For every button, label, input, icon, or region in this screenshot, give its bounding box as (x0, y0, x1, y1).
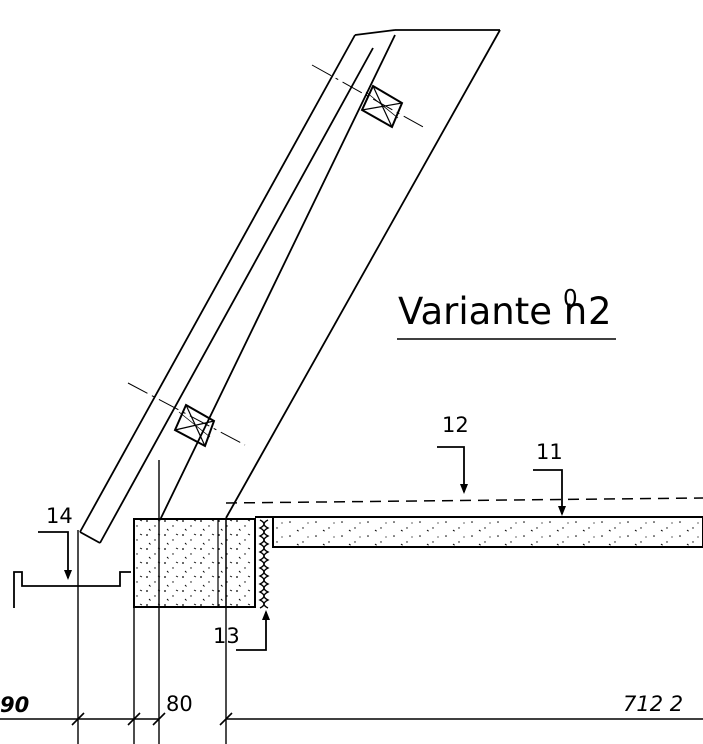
dimension-left-label: 90 (0, 693, 29, 717)
callout-11: 11 (533, 440, 566, 516)
concrete-beam (133, 518, 256, 608)
dimension-mid-label: 80 (166, 692, 193, 716)
callout-11-label: 11 (536, 440, 563, 464)
lower-timber-block (127, 382, 246, 448)
dimension-line (0, 712, 703, 726)
variant-title: Variante n 0 2 (397, 286, 616, 340)
title-text: Variante n (398, 290, 587, 333)
callout-13: 13 (213, 610, 270, 651)
finish-level-dashed-line (225, 497, 703, 504)
dimension-right-label: 712 2 (623, 692, 683, 716)
frame-profile (13, 571, 131, 608)
callout-13-label: 13 (213, 624, 240, 648)
callout-12: 12 (437, 413, 469, 494)
floor-slab (255, 516, 703, 548)
title-number: 2 (588, 290, 612, 333)
callout-12-label: 12 (442, 413, 469, 437)
callout-14-label: 14 (46, 504, 73, 528)
title-superscript: 0 (563, 286, 578, 312)
upper-timber-block (311, 64, 426, 129)
callout-14: 14 (38, 504, 73, 580)
sloped-roof-panel (79, 29, 501, 544)
reference-lines (77, 460, 227, 744)
insulation-joint (258, 519, 270, 609)
